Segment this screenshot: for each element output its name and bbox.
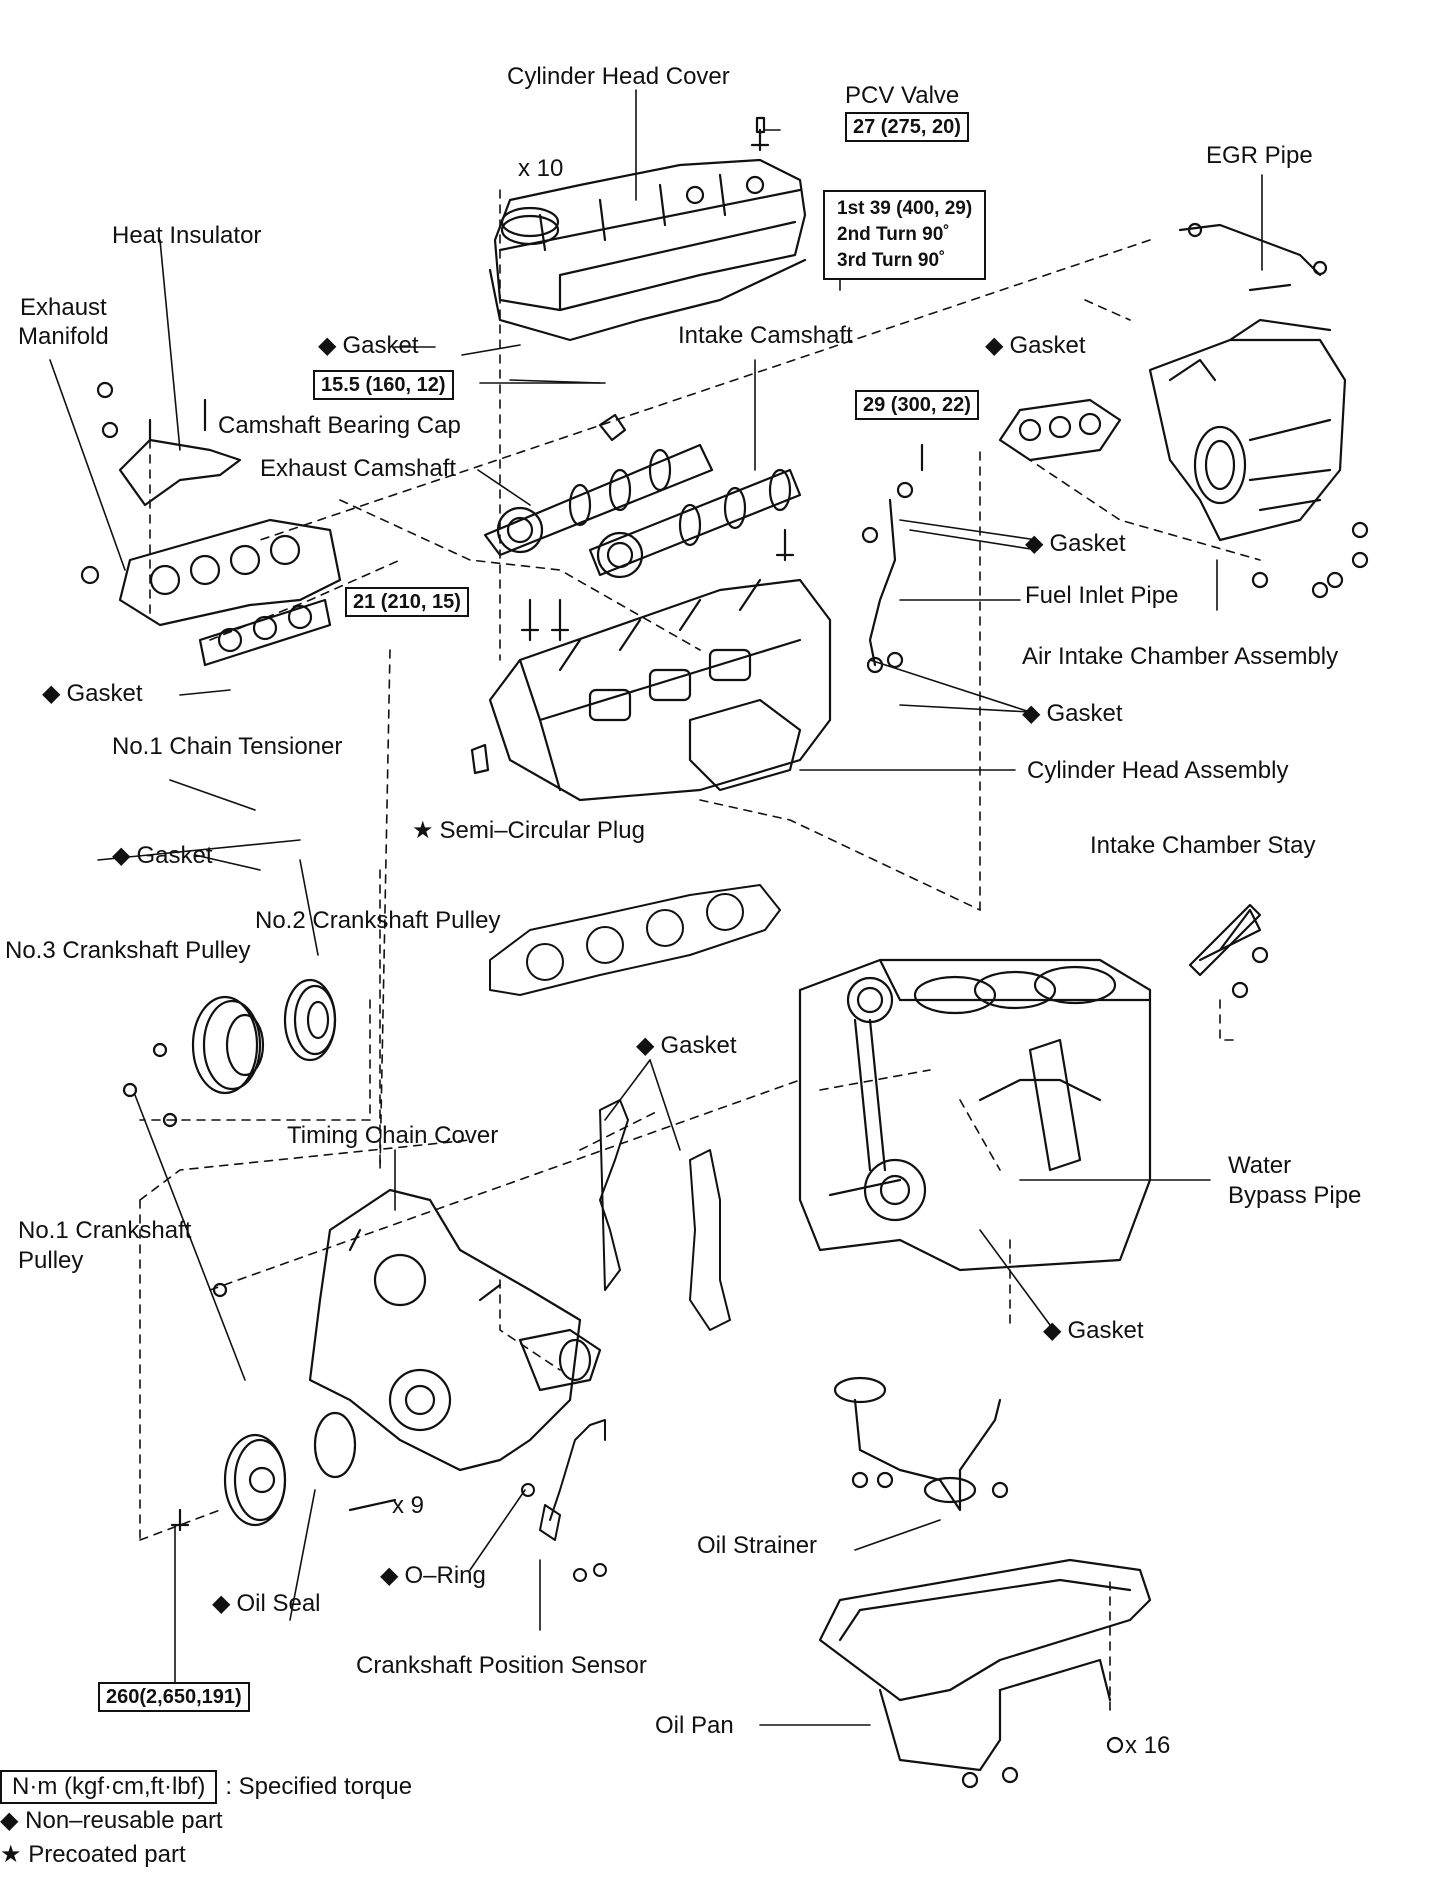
legend-precoated-text: Precoated part: [28, 1841, 186, 1868]
label-crankshaft-position-sensor: Crankshaft Position Sensor: [356, 1652, 647, 1679]
legend-precoated: ★ Precoated part: [0, 1838, 412, 1872]
legend-torque-unit: N·m (kgf·cm,ft·lbf): [0, 1770, 218, 1804]
camshafts: [483, 413, 802, 579]
legend-star-symbol: ★: [0, 1841, 22, 1868]
non-reusable-symbol: ◆: [1025, 530, 1044, 557]
leader-lines: [49, 89, 1263, 1726]
cylinder-head-gasket: [489, 884, 781, 996]
label-gasket-intake: ◆Gasket: [985, 332, 1086, 360]
non-reusable-symbol: ◆: [985, 332, 1004, 359]
crankshaft-pulleys: [122, 978, 337, 1532]
gasket-fuel-upper-text: Gasket: [1049, 530, 1126, 557]
label-oil-pan: Oil Pan: [655, 1712, 734, 1739]
label-intake-camshaft: Intake Camshaft: [678, 322, 853, 349]
label-gasket-bypass: ◆Gasket: [1043, 1317, 1144, 1345]
label-camshaft-bearing-cap: Camshaft Bearing Cap: [218, 412, 461, 439]
label-air-intake-chamber: Air Intake Chamber Assembly: [1022, 643, 1339, 670]
legend-non-reusable-text: Non–reusable part: [25, 1807, 223, 1834]
label-gasket-exhaust: ◆Gasket: [42, 680, 143, 708]
label-gasket-fuel-lower: ◆Gasket: [1022, 700, 1123, 728]
gasket-intake-text: Gasket: [1009, 332, 1086, 359]
non-reusable-symbol: ◆: [42, 680, 61, 707]
label-oil-strainer: Oil Strainer: [697, 1532, 818, 1559]
assembly-guide-lines: [139, 189, 1261, 1711]
exhaust-manifold: [80, 381, 342, 667]
oil-pan: [818, 1558, 1152, 1789]
intake-chamber-stay: [1188, 903, 1262, 977]
legend-non-reusable: ◆ Non–reusable part: [0, 1804, 412, 1838]
cylinder-block: [798, 908, 1269, 1272]
label-exhaust-manifold-line1: Exhaust: [20, 294, 107, 321]
label-water-bypass-pipe-line2: Bypass Pipe: [1228, 1182, 1362, 1209]
label-water-bypass-pipe-line1: Water: [1228, 1152, 1292, 1179]
oil-seal-text: Oil Seal: [236, 1590, 321, 1617]
label-x9: x 9: [392, 1492, 425, 1519]
gasket-fuel-lower-text: Gasket: [1046, 700, 1123, 727]
label-x10: x 10: [518, 155, 564, 182]
label-exhaust-manifold-line2: Manifold: [18, 323, 109, 350]
label-no1-chain-tensioner: No.1 Chain Tensioner: [112, 733, 343, 760]
label-no2-crankshaft-pulley: No.2 Crankshaft Pulley: [255, 907, 501, 934]
label-no1-crankshaft-pulley-line2: Pulley: [18, 1247, 84, 1274]
crankshaft-position-sensor: [521, 1419, 607, 1582]
label-semi-circular-plug: ★Semi–Circular Plug: [412, 817, 645, 845]
fuel-inlet-pipe: [861, 443, 924, 674]
torque-bearing-cap: 15.5 (160, 12): [313, 370, 454, 400]
torque-head-bolt-step3: 3rd Turn 90˚: [837, 250, 946, 271]
label-gasket-tensioner: ◆Gasket: [112, 842, 213, 870]
non-reusable-symbol: ◆: [1022, 700, 1041, 727]
torque-head-bolt-step1: 1st 39 (400, 29): [837, 198, 973, 219]
label-oil-seal: ◆Oil Seal: [212, 1590, 321, 1618]
legend: N·m (kgf·cm,ft·lbf) : Specified torque ◆ …: [0, 1770, 412, 1872]
timing-chain-cover: [212, 1188, 602, 1512]
label-exhaust-camshaft: Exhaust Camshaft: [260, 455, 457, 482]
gasket-tensioner-text: Gasket: [136, 842, 213, 869]
oil-strainer: [833, 1376, 1009, 1512]
label-x16: x 16: [1125, 1732, 1171, 1759]
gasket-exhaust-text: Gasket: [66, 680, 143, 707]
label-pcv-valve: PCV Valve: [845, 82, 960, 109]
label-cylinder-head-assembly: Cylinder Head Assembly: [1027, 757, 1289, 784]
non-reusable-symbol: ◆: [212, 1590, 231, 1617]
torque-crank-pulley: 260(2,650,191): [98, 1682, 250, 1712]
cylinder-head-cover: [488, 116, 807, 342]
o-ring-text: O–Ring: [404, 1562, 486, 1589]
non-reusable-symbol: ◆: [1043, 1317, 1062, 1344]
non-reusable-symbol: ◆: [318, 332, 337, 359]
label-gasket-center: ◆Gasket: [636, 1032, 737, 1060]
semi-circular-plug-text: Semi–Circular Plug: [439, 817, 645, 844]
label-no1-crankshaft-pulley-line1: No.1 Crankshaft: [18, 1217, 192, 1244]
torque-head-bolt-step2: 2nd Turn 90˚: [837, 224, 950, 245]
gasket-head-cover-text: Gasket: [342, 332, 419, 359]
non-reusable-symbol: ◆: [636, 1032, 655, 1059]
label-egr-pipe: EGR Pipe: [1206, 142, 1313, 169]
torque-pcv: 27 (275, 20): [845, 112, 969, 142]
label-fuel-inlet-pipe: Fuel Inlet Pipe: [1025, 582, 1179, 609]
label-intake-chamber-stay: Intake Chamber Stay: [1090, 832, 1316, 859]
label-gasket-head-cover: ◆Gasket: [318, 332, 419, 360]
label-timing-chain-cover: Timing Chain Cover: [287, 1122, 499, 1149]
label-gasket-fuel-upper: ◆Gasket: [1025, 530, 1126, 558]
label-cylinder-head-cover: Cylinder Head Cover: [507, 63, 730, 90]
precoated-symbol: ★: [412, 817, 434, 844]
non-reusable-symbol: ◆: [112, 842, 131, 869]
non-reusable-symbol: ◆: [380, 1562, 399, 1589]
torque-manifold: 21 (210, 15): [345, 587, 469, 617]
air-intake-chamber: [998, 222, 1369, 599]
timing-gaskets: [599, 1099, 731, 1331]
legend-torque-desc: : Specified torque: [225, 1773, 413, 1800]
legend-torque: N·m (kgf·cm,ft·lbf) : Specified torque: [0, 1770, 412, 1804]
label-heat-insulator: Heat Insulator: [112, 222, 262, 249]
cylinder-head-assembly: [470, 528, 832, 802]
gasket-center-text: Gasket: [660, 1032, 737, 1059]
torque-head-bolt: 1st 39 (400, 29) 2nd Turn 90˚ 3rd Turn 9…: [823, 190, 987, 280]
label-no3-crankshaft-pulley: No.3 Crankshaft Pulley: [5, 937, 251, 964]
label-o-ring: ◆O–Ring: [380, 1562, 486, 1590]
torque-fuel-pipe: 29 (300, 22): [855, 390, 979, 420]
legend-diamond-symbol: ◆: [0, 1807, 19, 1834]
gasket-bypass-text: Gasket: [1067, 1317, 1144, 1344]
